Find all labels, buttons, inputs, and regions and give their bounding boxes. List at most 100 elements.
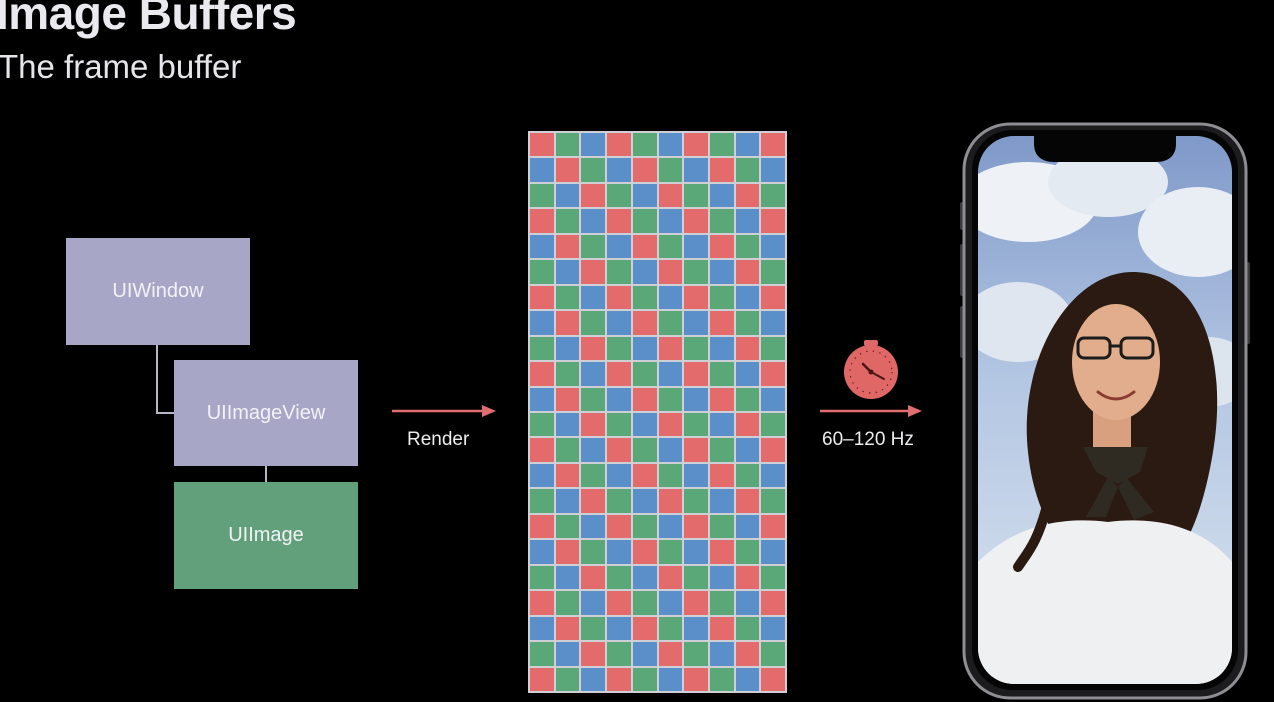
buffer-pixel [530, 413, 554, 437]
buffer-pixel [735, 133, 760, 157]
buffer-pixel [632, 362, 657, 386]
buffer-pixel [735, 183, 760, 208]
buffer-pixel [735, 591, 760, 615]
uiimageview-node: UIImageView [174, 360, 358, 466]
buffer-pixel [709, 514, 734, 539]
buffer-pixel [530, 209, 554, 233]
buffer-pixel [735, 285, 760, 310]
buffer-pixel [607, 667, 631, 691]
frame-buffer [528, 131, 787, 693]
buffer-pixel [632, 514, 657, 539]
buffer-pixel [709, 209, 734, 233]
buffer-pixel [658, 311, 683, 335]
buffer-pixel [581, 158, 606, 182]
buffer-pixel [761, 591, 785, 615]
buffer-pixel [658, 362, 683, 386]
buffer-pixel [632, 311, 657, 335]
buffer-pixel [581, 438, 606, 462]
buffer-pixel [658, 285, 683, 310]
buffer-pixel [658, 260, 683, 284]
buffer-pixel [555, 413, 580, 437]
buffer-pixel [709, 540, 734, 564]
buffer-pixel [684, 642, 708, 666]
buffer-pixel [761, 463, 785, 488]
display-arrow [820, 405, 922, 417]
buffer-pixel [581, 463, 606, 488]
buffer-pixel [607, 183, 631, 208]
buffer-pixel [658, 336, 683, 361]
buffer-pixel [607, 209, 631, 233]
buffer-pixel [555, 489, 580, 513]
buffer-pixel [607, 234, 631, 259]
buffer-pixel [761, 362, 785, 386]
buffer-pixel [658, 667, 683, 691]
buffer-pixel [632, 209, 657, 233]
buffer-pixel [735, 158, 760, 182]
buffer-pixel [761, 311, 785, 335]
buffer-pixel [530, 260, 554, 284]
buffer-pixel [607, 413, 631, 437]
buffer-pixel [658, 565, 683, 590]
buffer-pixel [607, 565, 631, 590]
buffer-pixel [684, 387, 708, 411]
buffer-pixel [735, 387, 760, 411]
buffer-pixel [709, 183, 734, 208]
buffer-pixel [632, 285, 657, 310]
buffer-pixel [735, 336, 760, 361]
buffer-pixel [581, 311, 606, 335]
buffer-pixel [684, 413, 708, 437]
buffer-pixel [709, 463, 734, 488]
buffer-pixel [581, 591, 606, 615]
slide-subtitle: The frame buffer [0, 48, 242, 85]
buffer-pixel [607, 514, 631, 539]
buffer-pixel [761, 260, 785, 284]
buffer-pixel [581, 183, 606, 208]
buffer-pixel [684, 540, 708, 564]
buffer-pixel [632, 565, 657, 590]
buffer-pixel [709, 387, 734, 411]
buffer-pixel [632, 489, 657, 513]
buffer-pixel [735, 362, 760, 386]
buffer-pixel [530, 387, 554, 411]
buffer-pixel [555, 565, 580, 590]
buffer-pixel [555, 133, 580, 157]
buffer-pixel [530, 336, 554, 361]
buffer-pixel [658, 387, 683, 411]
buffer-pixel [735, 438, 760, 462]
buffer-pixel [761, 514, 785, 539]
buffer-pixel [709, 158, 734, 182]
hierarchy-connector [156, 344, 158, 414]
buffer-pixel [530, 285, 554, 310]
buffer-pixel [530, 540, 554, 564]
buffer-pixel [761, 133, 785, 157]
buffer-pixel [658, 183, 683, 208]
buffer-pixel [735, 616, 760, 641]
buffer-pixel [735, 514, 760, 539]
buffer-pixel [581, 514, 606, 539]
buffer-pixel [658, 133, 683, 157]
buffer-pixel [530, 642, 554, 666]
buffer-pixel [658, 158, 683, 182]
buffer-pixel [684, 489, 708, 513]
buffer-pixel [530, 158, 554, 182]
buffer-pixel [735, 463, 760, 488]
phone-screen-photo [978, 136, 1232, 684]
buffer-pixel [530, 463, 554, 488]
buffer-pixel [709, 362, 734, 386]
buffer-pixel [761, 387, 785, 411]
buffer-pixel [581, 489, 606, 513]
buffer-pixel [530, 616, 554, 641]
buffer-pixel [632, 438, 657, 462]
buffer-pixel [658, 591, 683, 615]
buffer-pixel [530, 234, 554, 259]
buffer-pixel [581, 565, 606, 590]
buffer-pixel [735, 311, 760, 335]
buffer-pixel [684, 591, 708, 615]
buffer-pixel [684, 285, 708, 310]
buffer-pixel [735, 260, 760, 284]
buffer-pixel [735, 209, 760, 233]
buffer-pixel [555, 642, 580, 666]
buffer-pixel [581, 387, 606, 411]
buffer-pixel [684, 158, 708, 182]
render-label: Render [407, 429, 470, 450]
